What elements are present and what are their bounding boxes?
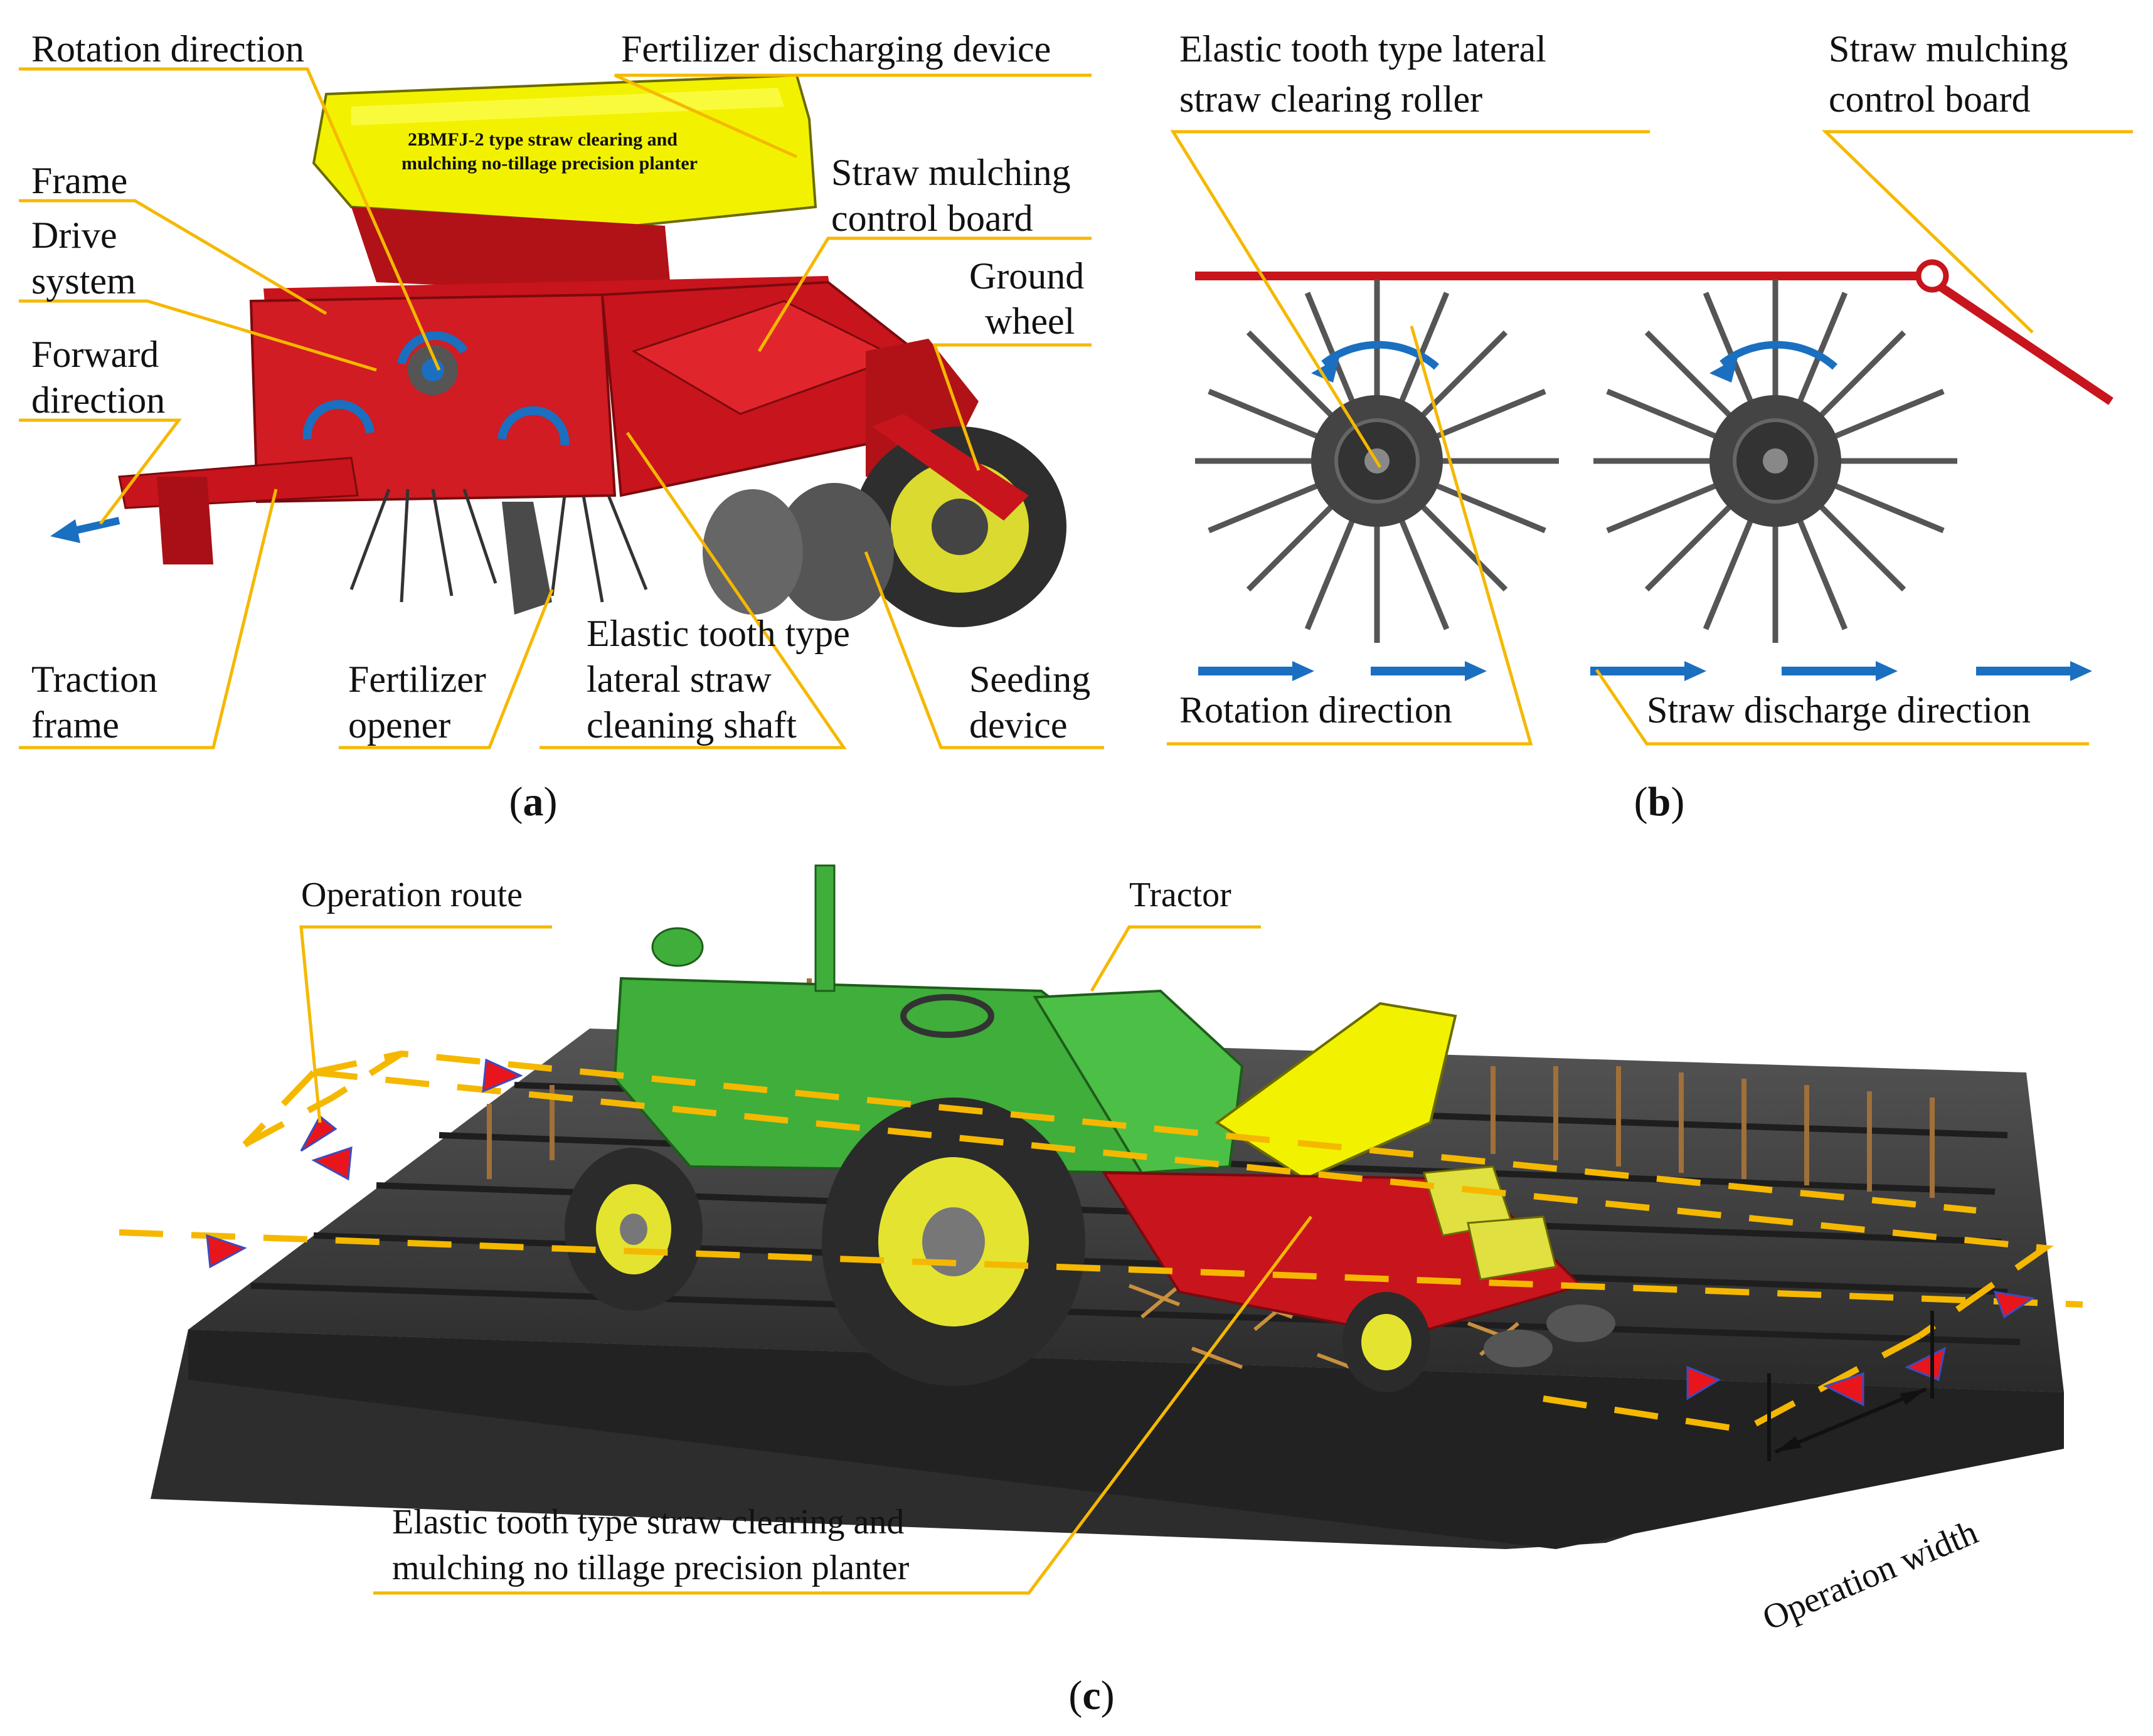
label-seeding-device-line2: device [969, 704, 1068, 746]
label-cleaning-shaft-line3: cleaning shaft [587, 704, 797, 746]
panel-letter-b: b [1648, 779, 1671, 825]
label-frame: Frame [31, 160, 127, 201]
label-straw-mulching-control-board-a-line1: Straw mulching [831, 152, 1071, 193]
label-ground-wheel-line1: Ground [969, 255, 1084, 297]
label-planter-line2: mulching no tillage precision planter [392, 1548, 910, 1587]
panel-letter-a: a [523, 779, 544, 825]
label-planter-line1: Elastic tooth type straw clearing and [392, 1503, 904, 1542]
label-rotation-direction-a: Rotation direction [31, 28, 304, 70]
label-ground-wheel-line2: wheel [985, 300, 1075, 342]
hopper-text-1: 2BMFJ-2 type straw clearing and [408, 129, 678, 150]
label-operation-width: Operation width [1757, 1513, 1984, 1638]
label-fertilizer-opener-line2: opener [348, 704, 450, 746]
leader-lines-b [1167, 130, 2133, 746]
tractor-illustration [565, 864, 1244, 1386]
straw-clearing-roller-2 [1593, 279, 1957, 643]
label-cleaning-shaft-line1: Elastic tooth type [587, 613, 850, 654]
label-operation-route: Operation route [301, 876, 523, 914]
label-straw-clearing-roller-line2: straw clearing roller [1179, 78, 1482, 120]
panel-caption-c: (c) [1068, 1673, 1114, 1718]
panel-b: Elastic tooth type lateral straw clearin… [1167, 28, 2133, 825]
planter-illustration-a: 2BMFJ-2 type straw clearing and mulching… [50, 73, 1066, 627]
panel-a: 2BMFJ-2 type straw clearing and mulching… [19, 28, 1104, 825]
label-seeding-device-line1: Seeding [969, 659, 1090, 700]
control-board-hinge [1915, 259, 1949, 293]
label-straw-mulching-control-board-b-line2: control board [1829, 78, 2031, 120]
control-board-tail [1936, 282, 2113, 405]
label-cleaning-shaft-line2: lateral straw [587, 659, 772, 700]
planter-illustration-c [1102, 1002, 1615, 1392]
label-forward-direction-line2: direction [31, 379, 165, 421]
label-drive-system-line2: system [31, 260, 136, 302]
panel-caption-a: (a) [509, 779, 558, 825]
panel-c: Operation route Tractor Elastic tooth ty… [119, 864, 2083, 1718]
label-fertilizer-opener-line1: Fertilizer [348, 659, 486, 700]
label-straw-mulching-control-board-b-line1: Straw mulching [1829, 28, 2068, 70]
leader-lines-c [299, 925, 1312, 1595]
label-straw-discharge-direction: Straw discharge direction [1647, 689, 2031, 731]
route-markers [206, 1058, 2035, 1407]
label-traction-frame-line1: Traction [31, 659, 157, 700]
operation-route-lines [119, 1050, 2083, 1434]
panel-caption-b: (b) [1634, 779, 1685, 825]
direction-arrows-b [1198, 661, 2092, 681]
label-rotation-direction-b: Rotation direction [1179, 689, 1452, 731]
panel-letter-c: c [1082, 1673, 1100, 1718]
label-traction-frame-line2: frame [31, 704, 119, 746]
label-tractor: Tractor [1129, 876, 1231, 914]
label-straw-mulching-control-board-a-line2: control board [831, 198, 1033, 239]
label-fertilizer-discharging-device: Fertilizer discharging device [621, 28, 1051, 70]
label-forward-direction-line1: Forward [31, 334, 159, 375]
label-straw-clearing-roller-line1: Elastic tooth type lateral [1179, 28, 1546, 70]
hopper-text-2: mulching no-tillage precision planter [401, 153, 698, 174]
operation-width-dimension [1767, 1311, 1934, 1461]
leader-lines-a [19, 67, 1104, 749]
label-drive-system-line1: Drive [31, 214, 117, 256]
